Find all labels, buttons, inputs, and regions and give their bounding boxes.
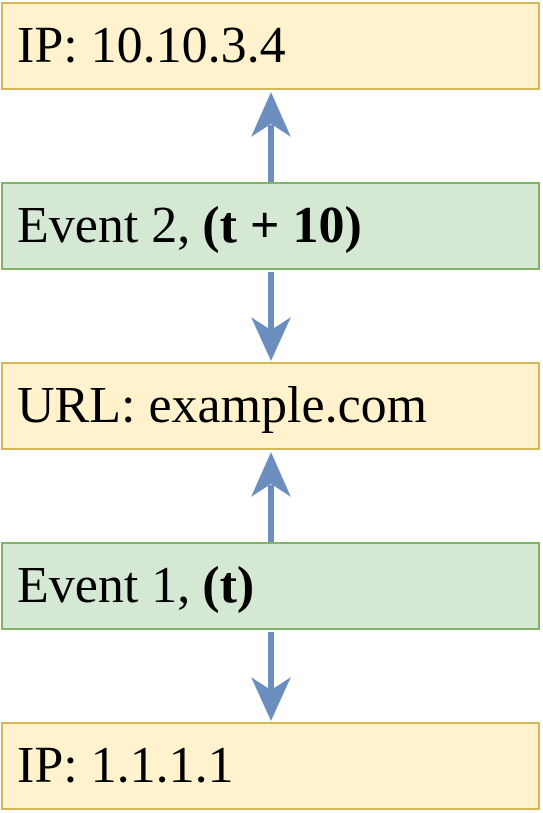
arrowhead-down-icon <box>251 677 291 721</box>
node-event-2: Event 2, (t + 10) <box>1 182 540 270</box>
node-ip-10-10-3-4: IP: 10.10.3.4 <box>1 2 540 90</box>
edge-event1-to-url <box>251 452 291 542</box>
node-label: IP: 10.10.3.4 <box>17 17 286 74</box>
edge-event2-to-url <box>251 272 291 361</box>
event-time: (t) <box>202 557 255 614</box>
arrowhead-up-icon <box>251 92 291 137</box>
edge-event2-to-ip-top <box>251 92 291 182</box>
node-label: Event 2, <box>17 197 191 254</box>
node-url-example-com: URL: example.com <box>1 362 540 450</box>
node-label: Event 1, <box>17 557 191 614</box>
arrowhead-up-icon <box>251 452 291 497</box>
node-label: URL: example.com <box>17 377 428 434</box>
edge-event1-to-ip-bottom <box>251 632 291 721</box>
event-time: (t + 10) <box>202 197 362 254</box>
node-label: IP: 1.1.1.1 <box>17 737 234 794</box>
arrowhead-down-icon <box>251 317 291 361</box>
node-ip-1-1-1-1: IP: 1.1.1.1 <box>1 722 540 810</box>
node-event-1: Event 1, (t) <box>1 542 540 630</box>
